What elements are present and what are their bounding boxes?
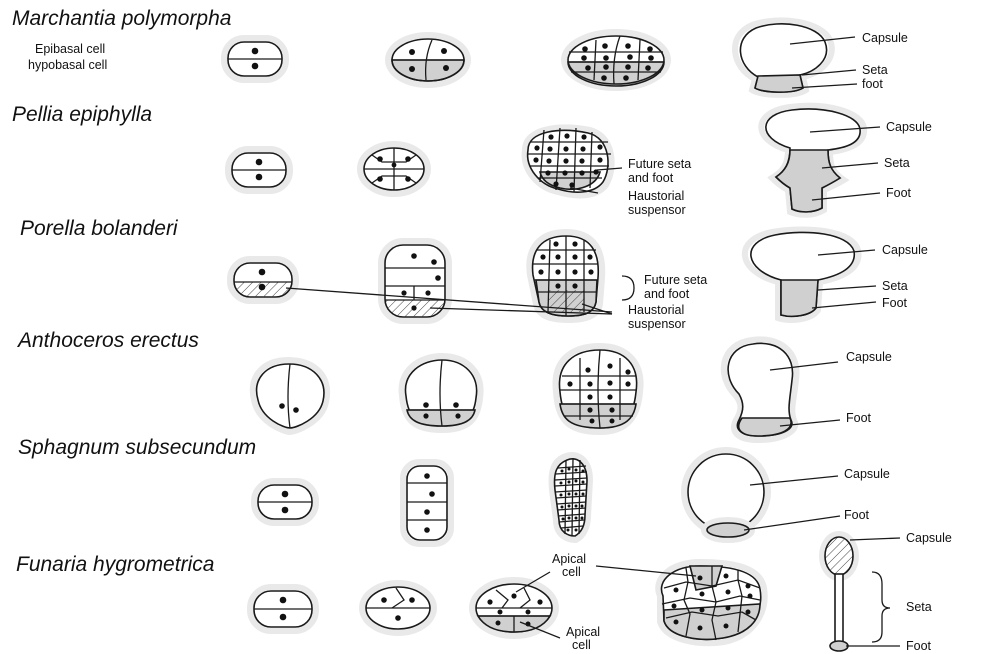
label-seta-pellia: Seta — [884, 156, 910, 170]
funaria-stage-1 — [250, 587, 316, 631]
label-and-foot: and foot — [628, 171, 674, 185]
label-foot-sphagnum: Foot — [844, 508, 870, 522]
marchantia-stage-1 — [224, 38, 286, 80]
row-pellia: Pellia epiphylla — [12, 103, 932, 217]
anthoceros-stage-3 — [555, 346, 640, 432]
label-foot-anthoceros: Foot — [846, 411, 872, 425]
label-seta-funaria: Seta — [906, 600, 932, 614]
porella-sporophyte — [745, 229, 876, 319]
anthoceros-stage-1 — [253, 360, 327, 432]
sphagnum-sporophyte — [684, 450, 840, 540]
sphagnum-stage-2 — [403, 462, 451, 544]
species-title-porella: Porella bolanderi — [20, 217, 179, 240]
label-apical-cell-top: Apical — [552, 552, 586, 566]
label-capsule-porella: Capsule — [882, 243, 928, 257]
funaria-sporophyte — [822, 534, 900, 651]
row-marchantia: Marchantia polymorpha Epibasal cell hypo… — [12, 7, 908, 95]
label-future-seta-porella: Future seta — [644, 273, 707, 287]
label-capsule-funaria: Capsule — [906, 531, 952, 545]
label-future-seta: Future seta — [628, 157, 691, 171]
anthoceros-sporophyte — [724, 339, 840, 440]
pellia-stage-3 — [525, 127, 622, 195]
pellia-stage-1 — [228, 149, 290, 191]
porella-stage-1 — [230, 259, 296, 301]
row-funaria: Funaria hygrometrica — [16, 531, 952, 653]
sphagnum-stage-3 — [552, 455, 590, 540]
marchantia-stage-2 — [388, 35, 468, 85]
row-porella: Porella bolanderi — [20, 217, 928, 331]
label-capsule-sphagnum: Capsule — [844, 467, 890, 481]
marchantia-sporophyte — [735, 20, 857, 94]
funaria-stage-2 — [362, 583, 434, 633]
label-apical-cell-bottom: Apical — [566, 625, 600, 639]
species-title-pellia: Pellia epiphylla — [12, 103, 152, 126]
label-capsule-pellia: Capsule — [886, 120, 932, 134]
label-foot-pellia: Foot — [886, 186, 912, 200]
label-haustorial-porella: Haustorial — [628, 303, 684, 317]
label-hypobasal-cell: hypobasal cell — [28, 58, 107, 72]
funaria-stage-4 — [596, 562, 765, 643]
label-capsule: Capsule — [862, 31, 908, 45]
species-title-funaria: Funaria hygrometrica — [16, 553, 214, 576]
label-foot-funaria: Foot — [906, 639, 932, 653]
label-foot-porella: Foot — [882, 296, 908, 310]
species-title-marchantia: Marchantia polymorpha — [12, 7, 231, 30]
pellia-stage-2 — [360, 144, 428, 194]
label-capsule-anthoceros: Capsule — [846, 350, 892, 364]
label-suspensor-porella: suspensor — [628, 317, 686, 331]
pellia-sporophyte — [761, 106, 880, 215]
species-title-anthoceros: Anthoceros erectus — [16, 329, 199, 352]
row-anthoceros: Anthoceros erectus — [16, 329, 892, 440]
label-haustorial: Haustorial — [628, 189, 684, 203]
label-foot: foot — [862, 77, 883, 91]
label-seta: Seta — [862, 63, 888, 77]
funaria-stage-3 — [472, 572, 560, 638]
label-suspensor: suspensor — [628, 203, 686, 217]
sphagnum-stage-1 — [254, 481, 316, 523]
label-epibasal-cell: Epibasal cell — [35, 42, 105, 56]
label-apical-cell-bottom-2: cell — [572, 638, 591, 652]
species-title-sphagnum: Sphagnum subsecundum — [18, 436, 256, 459]
row-sphagnum: Sphagnum subsecundum — [18, 436, 890, 544]
label-seta-porella: Seta — [882, 279, 908, 293]
label-apical-cell-top-2: cell — [562, 565, 581, 579]
anthoceros-stage-2 — [402, 356, 481, 430]
marchantia-stage-3 — [564, 32, 668, 88]
porella-stage-2 — [381, 241, 449, 321]
label-and-foot-porella: and foot — [644, 287, 690, 301]
